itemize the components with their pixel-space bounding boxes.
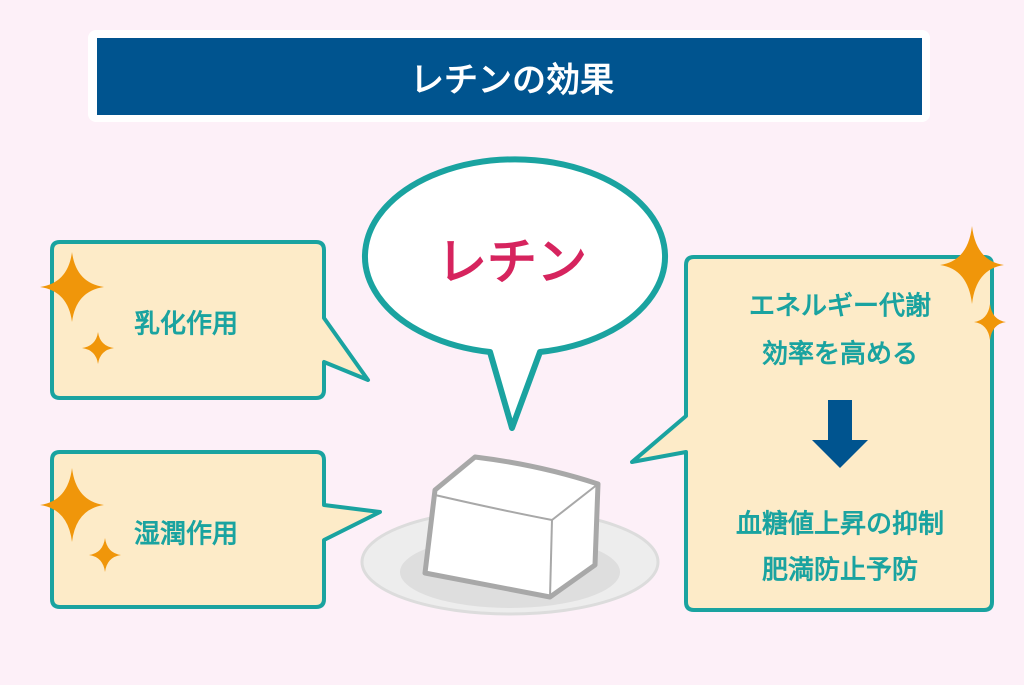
effect-emulsify: 乳化作用 bbox=[133, 309, 239, 340]
effect-energy-line1: エネルギー代謝 bbox=[748, 291, 932, 322]
sparkle-icon bbox=[40, 252, 104, 322]
center-label: レチン bbox=[437, 233, 587, 291]
sparkle-icon bbox=[89, 538, 121, 572]
page-title: レチンの効果 bbox=[410, 60, 614, 101]
sparkle-icon bbox=[82, 332, 114, 364]
bubble-moisturize bbox=[50, 450, 382, 609]
sparkle-icon bbox=[974, 304, 1006, 340]
sparkle-icon bbox=[40, 468, 104, 542]
tofu-block bbox=[422, 454, 601, 600]
effect-energy-line2: 効率を高める bbox=[761, 339, 919, 370]
down-arrow-icon bbox=[812, 400, 868, 468]
effect-result-line2: 肥満防止予防 bbox=[761, 555, 919, 586]
center-speech-bubble bbox=[362, 156, 668, 431]
title-bar bbox=[97, 38, 922, 115]
bubble-emulsify bbox=[50, 240, 370, 400]
effect-moisturize: 湿潤作用 bbox=[133, 519, 239, 550]
sparkle-icon bbox=[940, 226, 1004, 304]
effect-result-line1: 血糖値上昇の抑制 bbox=[735, 509, 945, 540]
